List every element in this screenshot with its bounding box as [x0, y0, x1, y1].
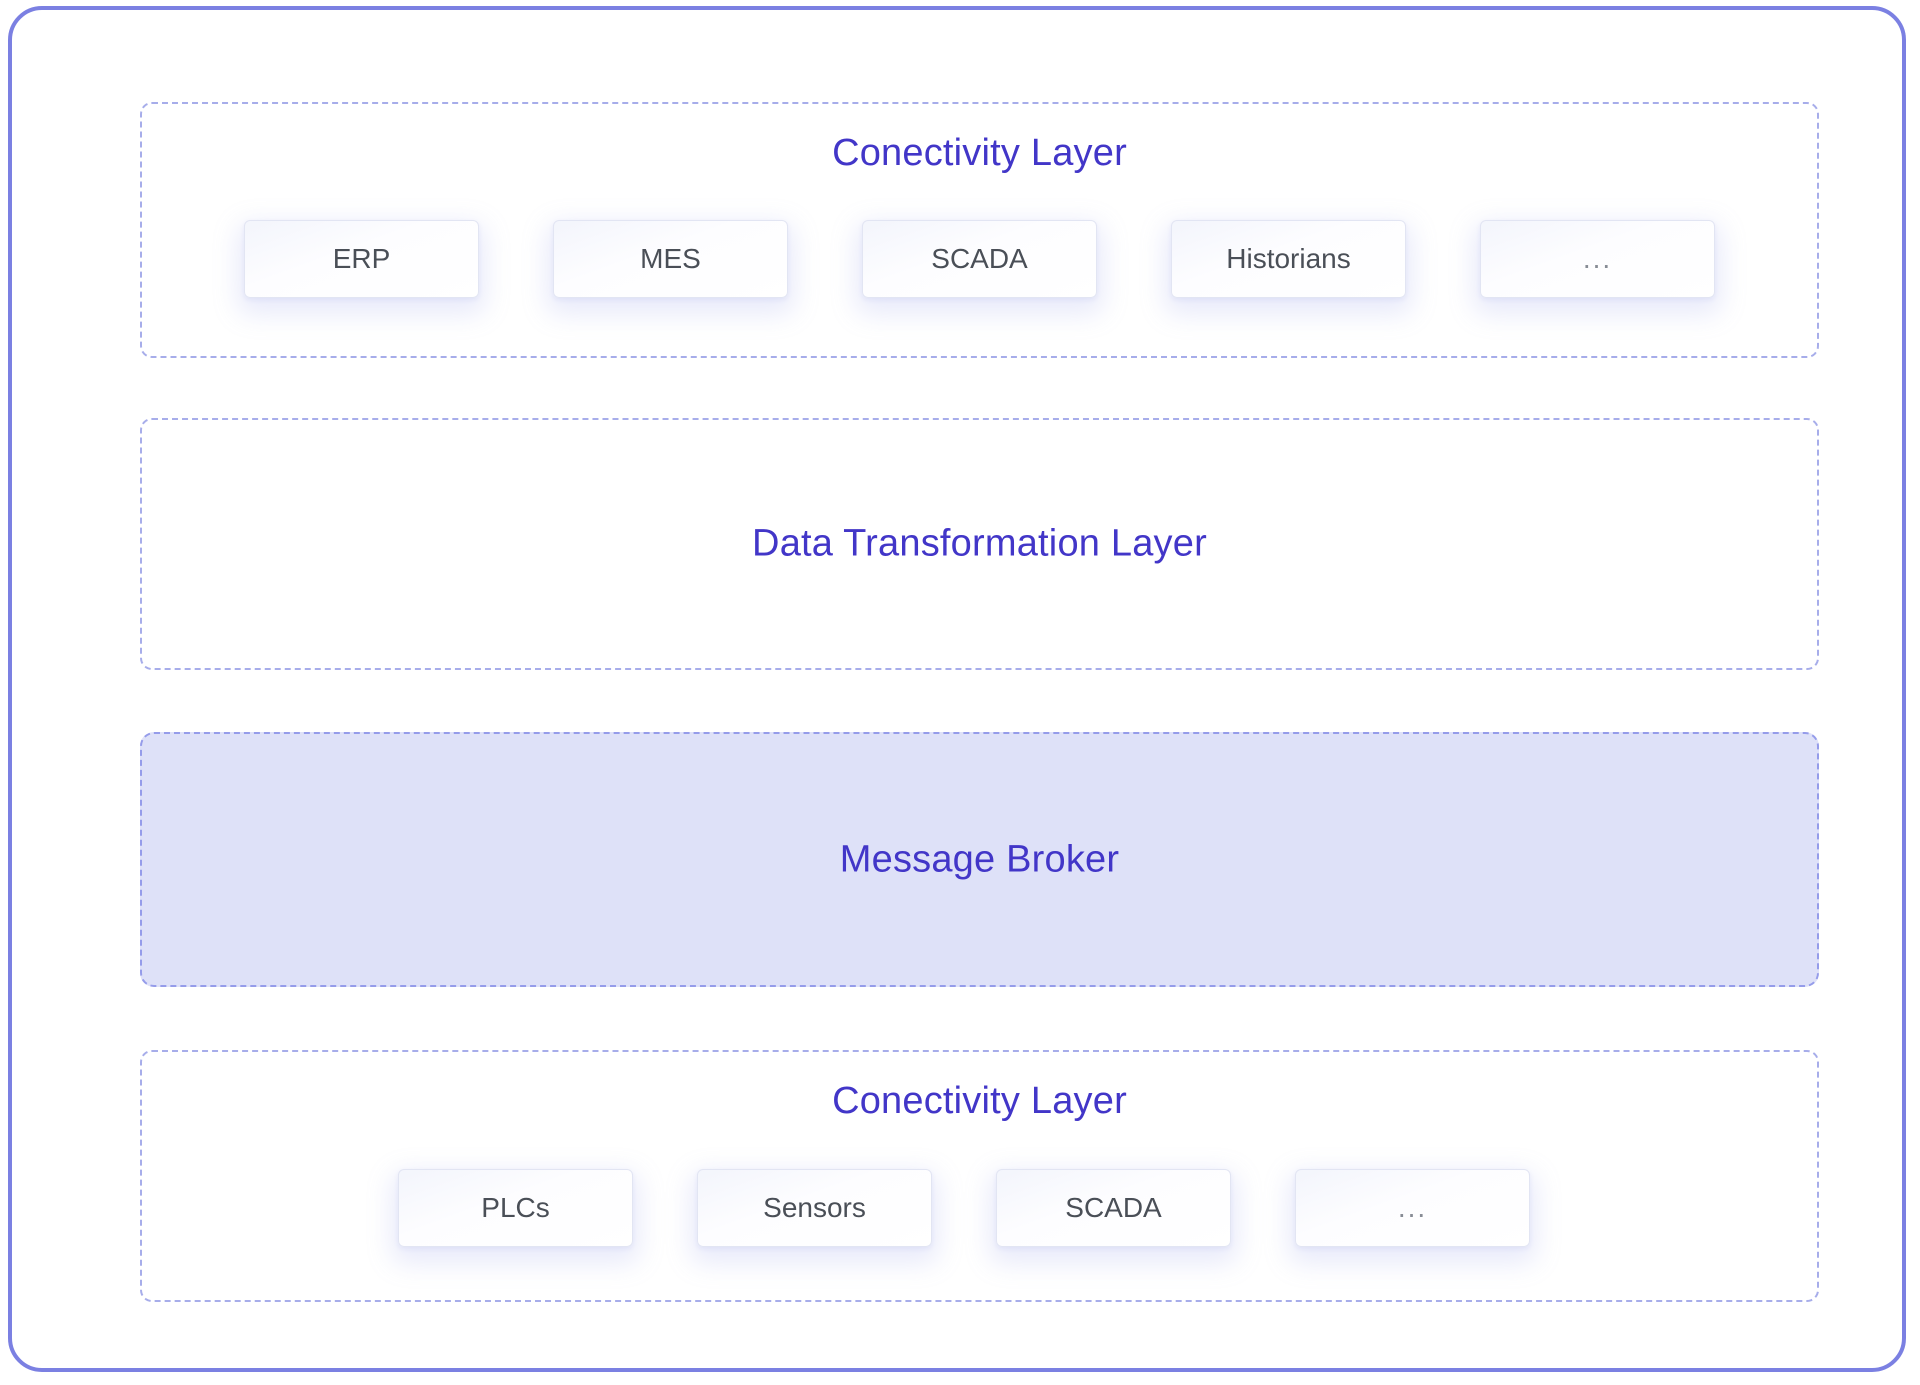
- layer-connectivity-bottom: Conectivity Layer: [140, 1050, 1819, 1302]
- node-more-bottom[interactable]: ...: [1295, 1169, 1530, 1247]
- layer-data-transformation-title: Data Transformation Layer: [752, 522, 1207, 565]
- node-historians[interactable]: Historians: [1171, 220, 1406, 298]
- connectivity-top-node-row: ERP MES SCADA Historians ...: [244, 220, 1715, 298]
- layer-connectivity-top: Conectivity Layer: [140, 102, 1819, 358]
- layer-connectivity-top-title: Conectivity Layer: [832, 132, 1127, 174]
- layer-message-broker-title: Message Broker: [839, 838, 1120, 880]
- node-plcs[interactable]: PLCs: [398, 1169, 633, 1247]
- layer-message-broker: Message Broker: [140, 732, 1819, 987]
- node-mes[interactable]: MES: [553, 220, 788, 298]
- node-sensors[interactable]: Sensors: [697, 1169, 932, 1247]
- node-erp[interactable]: ERP: [244, 220, 479, 298]
- node-scada-bottom[interactable]: SCADA: [996, 1169, 1231, 1247]
- layer-connectivity-bottom-title: Conectivity Layer: [832, 1080, 1127, 1122]
- diagram-frame: Conectivity Layer ERP MES SCADA Historia…: [8, 6, 1906, 1372]
- connectivity-bottom-node-row: PLCs Sensors SCADA ...: [398, 1169, 1530, 1247]
- node-scada-top[interactable]: SCADA: [862, 220, 1097, 298]
- layer-data-transformation: Data Transformation Layer: [140, 418, 1819, 670]
- node-more-top[interactable]: ...: [1480, 220, 1715, 298]
